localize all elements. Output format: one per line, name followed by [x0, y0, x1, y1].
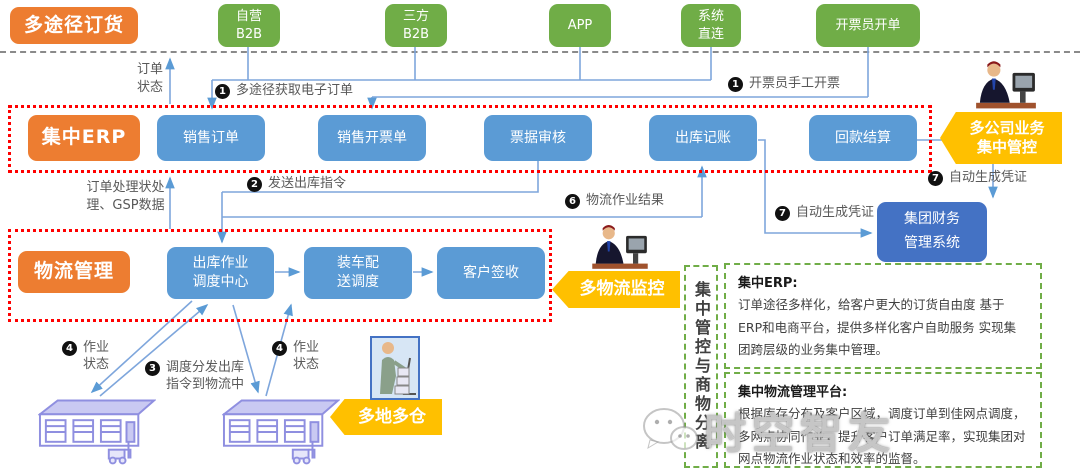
step-number-badge: 2 [247, 177, 262, 192]
node-group-finance-system: 集团财务 管理系统 [877, 202, 987, 262]
node-outbound-accounting: 出库记账 [649, 115, 757, 161]
step-4-work-status-right: 4 作业 状态 [272, 340, 319, 374]
header-logistics-management: 物流管理 [18, 251, 130, 293]
step-number-badge: 3 [145, 361, 160, 376]
panel-vertical-label: 集中管控与商物分离 [684, 265, 718, 468]
node-sales-invoice: 销售开票单 [318, 115, 426, 161]
panel-section-title: 集中物流管理平台: [738, 385, 848, 400]
channel-system-direct: 系统 直连 [681, 4, 741, 47]
erp-zone-border [8, 105, 932, 173]
step-number-badge: 7 [928, 171, 943, 186]
node-outbound-dispatch-center: 出库作业 调度中心 [167, 247, 274, 299]
logistics-zone-border [8, 229, 552, 322]
channel-third-b2b: 三方 B2B [385, 4, 447, 47]
warehouse-icon [38, 399, 156, 465]
channel-app: APP [549, 4, 611, 47]
top-dashed-divider [0, 51, 1080, 53]
order-status-label: 订单 状态 [136, 62, 163, 96]
panel-section-logistics: 集中物流管理平台: 根据库存分布及客户区域，调度订单到佳网点调度，多网点协同作业… [724, 372, 1042, 468]
step-4-work-status-left: 4 作业 状态 [62, 340, 109, 374]
header-central-erp: 集中ERP [28, 115, 140, 161]
panel-section-body: 订单途径多样化，给客户更大的订货自由度 基于ERP和电商平台，提供多样化客户自助… [738, 297, 1017, 357]
worker-handtruck-icon [370, 336, 420, 400]
warehouse-icon [222, 399, 340, 465]
node-sales-order: 销售订单 [157, 115, 265, 161]
callout-multi-company-control: 多公司业务 集中管控 [940, 112, 1062, 164]
step-number-badge: 6 [565, 194, 580, 209]
channel-clerk-billing: 开票员开单 [816, 4, 920, 47]
callout-multi-logistics-monitor: 多物流监控 [552, 271, 680, 308]
node-bill-review: 票据审核 [484, 115, 592, 161]
step-7-auto-voucher-top: 7 自动生成凭证 [928, 170, 1027, 187]
step-number-badge: 7 [775, 206, 790, 221]
step-7-auto-voucher-left: 7 自动生成凭证 [775, 205, 874, 222]
callout-multi-warehouse: 多地多仓 [330, 399, 442, 435]
step-number-badge: 1 [728, 77, 743, 92]
step-number-badge: 1 [215, 84, 230, 99]
node-loading-delivery: 装车配 送调度 [304, 247, 412, 299]
node-customer-sign: 客户签收 [437, 247, 545, 299]
step-number-badge: 4 [272, 341, 287, 356]
step-6-logistics-result: 6 物流作业结果 [565, 193, 664, 210]
panel-section-erp: 集中ERP: 订单途径多样化，给客户更大的订货自由度 基于ERP和电商平台，提供… [724, 263, 1042, 369]
step-2-send-outbound: 2 发送出库指令 [247, 176, 346, 193]
panel-section-title: 集中ERP: [738, 276, 798, 291]
clerk-computer-icon [592, 225, 648, 269]
step-number-badge: 4 [62, 341, 77, 356]
step-1-multi-channel: 1 多途径获取电子订单 [215, 83, 353, 100]
step-1-manual-billing: 1 开票员手工开票 [728, 76, 840, 93]
node-payment-settlement: 回款结算 [809, 115, 917, 161]
panel-section-body: 根据库存分布及客户区域，调度订单到佳网点调度，多网点协同作业，提升客户订单满足率… [738, 406, 1026, 466]
gsp-data-label: 订单处理状处 理、GSP数据 [86, 180, 165, 214]
step-3-dispatch-instruction: 3 调度分发出库 指令到物流中 [145, 360, 244, 394]
channel-self-b2b: 自营 B2B [218, 4, 280, 47]
header-multi-channel-order: 多途径订货 [10, 7, 138, 44]
clerk-computer-icon [976, 61, 1036, 109]
